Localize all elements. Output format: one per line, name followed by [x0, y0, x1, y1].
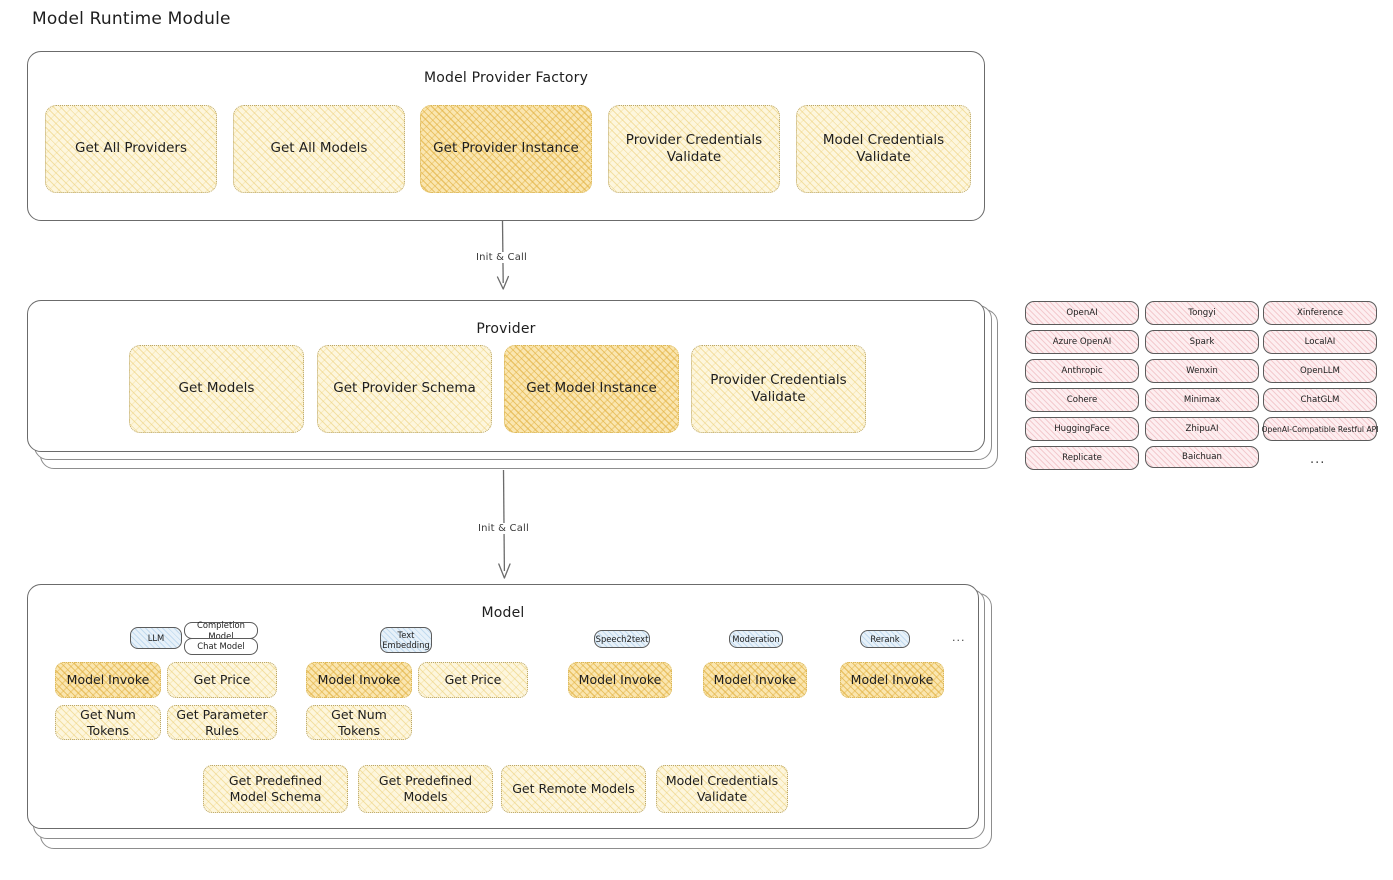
arrow-label-init-and-call-2: Init & Call: [475, 523, 533, 534]
arrow-provider-to-model: [498, 470, 511, 579]
model-card-text-embedding-get-num-tokens[interactable]: Get Num Tokens: [306, 705, 412, 740]
provider-title: Provider: [476, 321, 536, 337]
model-card-get-predefined-models[interactable]: Get Predefined Models: [358, 765, 493, 813]
provider-chip-localai[interactable]: LocalAI: [1263, 330, 1377, 354]
model-card-text-embedding-model-invoke[interactable]: Model Invoke: [306, 662, 412, 698]
provider-chip-baichuan[interactable]: Baichuan: [1145, 446, 1259, 468]
model-card-rerank-model-invoke[interactable]: Model Invoke: [840, 662, 944, 698]
provider-chip-azure-openai[interactable]: Azure OpenAI: [1025, 330, 1139, 354]
provider-chip-openllm[interactable]: OpenLLM: [1263, 359, 1377, 383]
model-provider-factory-title: Model Provider Factory: [423, 70, 589, 86]
provider-chip-chatglm[interactable]: ChatGLM: [1263, 388, 1377, 412]
provider-chip-wenxin[interactable]: Wenxin: [1145, 359, 1259, 383]
provider-chip-minimax[interactable]: Minimax: [1145, 388, 1259, 412]
model-badge-llm[interactable]: LLM: [130, 627, 182, 649]
arrow-label-init-and-call-1: Init & Call: [473, 252, 531, 263]
provider-chip-openai[interactable]: OpenAI: [1025, 301, 1139, 325]
model-card-llm-get-parameter-rules[interactable]: Get Parameter Rules: [167, 705, 277, 740]
provider-chip-openai-compatible-restful-api[interactable]: OpenAI-Compatible Restful API: [1262, 417, 1378, 441]
model-card-llm-model-invoke[interactable]: Model Invoke: [55, 662, 161, 698]
model-card-llm-get-price[interactable]: Get Price: [167, 662, 277, 698]
page-title: Model Runtime Module: [32, 9, 231, 29]
model-badge-moderation[interactable]: Moderation: [729, 630, 783, 648]
provider-card-get-provider-schema[interactable]: Get Provider Schema: [317, 345, 492, 433]
model-badge-completion-model[interactable]: Completion Model: [184, 620, 258, 641]
model-card-get-remote-models[interactable]: Get Remote Models: [501, 765, 646, 813]
provider-chip-tongyi[interactable]: Tongyi: [1145, 301, 1259, 325]
provider-chip-xinference[interactable]: Xinference: [1263, 301, 1377, 325]
model-card-text-embedding-get-price[interactable]: Get Price: [418, 662, 528, 698]
provider-chip-cohere[interactable]: Cohere: [1025, 388, 1139, 412]
provider-chip-huggingface[interactable]: HuggingFace: [1025, 417, 1139, 441]
factory-card-get-all-providers[interactable]: Get All Providers: [45, 105, 217, 193]
model-badge-text-embedding[interactable]: Text Embedding: [380, 627, 432, 653]
factory-card-provider-credentials-validate[interactable]: Provider Credentials Validate: [608, 105, 780, 193]
factory-card-get-all-models[interactable]: Get All Models: [233, 105, 405, 193]
model-card-model-credentials-validate[interactable]: Model Credentials Validate: [656, 765, 788, 813]
provider-chip-zhipuai[interactable]: ZhipuAI: [1145, 417, 1259, 441]
model-card-speech2text-model-invoke[interactable]: Model Invoke: [568, 662, 672, 698]
provider-chip-replicate[interactable]: Replicate: [1025, 446, 1139, 470]
factory-card-get-provider-instance[interactable]: Get Provider Instance: [420, 105, 592, 193]
provider-chip-spark[interactable]: Spark: [1145, 330, 1259, 354]
model-title: Model: [481, 605, 525, 621]
factory-card-model-credentials-validate[interactable]: Model Credentials Validate: [796, 105, 971, 193]
model-badge-speech2text[interactable]: Speech2text: [594, 630, 650, 648]
model-badge-chat-model[interactable]: Chat Model: [184, 638, 258, 655]
provider-card-get-models[interactable]: Get Models: [129, 345, 304, 433]
provider-chip-anthropic[interactable]: Anthropic: [1025, 359, 1139, 383]
model-card-get-predefined-model-schema[interactable]: Get Predefined Model Schema: [203, 765, 348, 813]
model-card-moderation-model-invoke[interactable]: Model Invoke: [703, 662, 807, 698]
provider-card-get-model-instance[interactable]: Get Model Instance: [504, 345, 679, 433]
model-groups-more-indicator: ...: [952, 631, 966, 644]
provider-card-provider-credentials-validate[interactable]: Provider Credentials Validate: [691, 345, 866, 433]
provider-list-more-indicator: ...: [1310, 452, 1326, 467]
model-badge-rerank[interactable]: Rerank: [860, 630, 910, 648]
model-card-llm-get-num-tokens[interactable]: Get Num Tokens: [55, 705, 161, 740]
